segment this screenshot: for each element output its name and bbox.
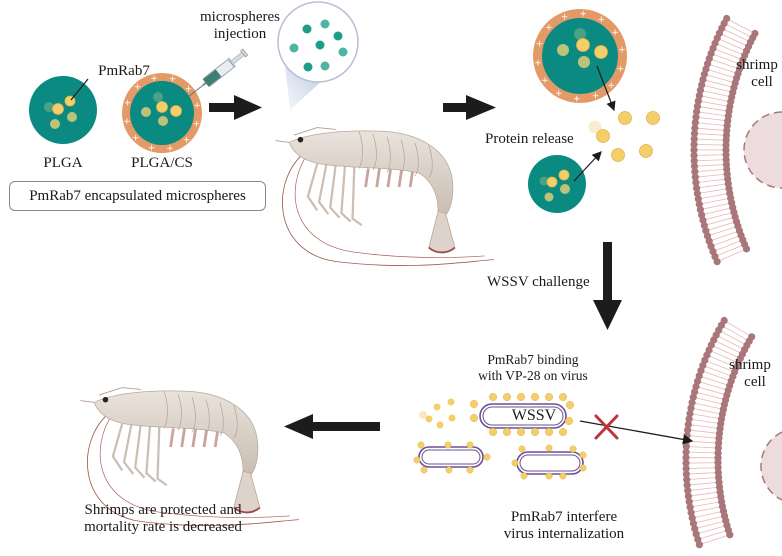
encapsulated-microspheres-label: PmRab7 encapsulated microspheres bbox=[29, 187, 246, 204]
shrimp-cell-top-label-1: shrimp bbox=[736, 57, 778, 73]
cell-membrane-bottom bbox=[682, 316, 756, 549]
wssv-virions bbox=[413, 392, 587, 480]
positive-charge-icon: + bbox=[185, 85, 193, 95]
positive-charge-icon: + bbox=[124, 98, 132, 108]
positive-charge-icon: + bbox=[611, 28, 619, 38]
arrow-right-2 bbox=[443, 95, 496, 120]
arrow-right-1 bbox=[209, 95, 262, 120]
shrimp-illustration-protected bbox=[80, 387, 299, 526]
positive-charge-icon: + bbox=[169, 75, 177, 85]
release-arrow-bottom bbox=[573, 151, 602, 182]
nucleus-top bbox=[743, 111, 782, 189]
injection-label-line1: microspheres bbox=[200, 9, 280, 25]
plga-cs-microsphere: ++++++++++++ bbox=[122, 73, 202, 154]
positive-charge-icon: + bbox=[166, 144, 174, 154]
positive-charge-icon: + bbox=[541, 76, 549, 86]
outcome-label-line1: Shrimps are protected and bbox=[84, 502, 242, 518]
pmrab7-pointer bbox=[70, 78, 89, 101]
plga-cs-microsphere-release: ++++++++++++++ bbox=[533, 9, 627, 104]
positive-charge-icon: + bbox=[555, 89, 563, 99]
pmrab7-label: PmRab7 bbox=[98, 63, 150, 79]
positive-charge-icon: + bbox=[607, 81, 615, 91]
positive-charge-icon: + bbox=[148, 143, 156, 153]
positive-charge-icon: + bbox=[123, 117, 131, 127]
positive-charge-icon: + bbox=[193, 120, 201, 130]
positive-charge-icon: + bbox=[545, 23, 553, 33]
plga-label: PLGA bbox=[43, 155, 82, 171]
interfere-label-line2: virus internalization bbox=[504, 526, 625, 542]
positive-charge-icon: + bbox=[193, 101, 201, 111]
plga-cs-label: PLGA/CS bbox=[131, 155, 193, 171]
shrimp-cell-bottom-label-1: shrimp bbox=[729, 357, 771, 373]
plga-microsphere bbox=[29, 76, 97, 144]
wssv-challenge-label: WSSV challenge bbox=[487, 274, 590, 290]
positive-charge-icon: + bbox=[618, 46, 626, 56]
outcome-label-line2: mortality rate is decreased bbox=[84, 519, 242, 535]
released-proteins bbox=[588, 111, 660, 162]
positive-charge-icon: + bbox=[134, 83, 142, 93]
positive-charge-icon: + bbox=[617, 65, 625, 75]
positive-charge-icon: + bbox=[183, 135, 191, 145]
positive-charge-icon: + bbox=[536, 39, 544, 49]
positive-charge-icon: + bbox=[579, 10, 587, 20]
binding-label-line2: with VP-28 on virus bbox=[478, 368, 588, 383]
syringe-icon bbox=[188, 48, 249, 97]
release-arrow-top bbox=[596, 65, 616, 112]
arrow-left bbox=[284, 414, 380, 439]
internalization-arrow bbox=[579, 420, 694, 445]
positive-charge-icon: + bbox=[592, 92, 600, 102]
nucleus-bottom bbox=[760, 431, 782, 501]
blocked-x-icon bbox=[594, 414, 619, 440]
positive-charge-icon: + bbox=[534, 58, 542, 68]
protein-release-label: Protein release bbox=[485, 131, 574, 147]
microspheres-magnified-bubble bbox=[277, 1, 359, 110]
shrimp-cell-bottom-label-2: cell bbox=[744, 374, 766, 390]
shrimp-cell-top-label-2: cell bbox=[751, 74, 773, 90]
wssv-label: WSSV bbox=[512, 407, 557, 424]
free-proteins bbox=[419, 398, 456, 429]
positive-charge-icon: + bbox=[150, 74, 158, 84]
positive-charge-icon: + bbox=[561, 12, 569, 22]
positive-charge-icon: + bbox=[573, 94, 581, 104]
interfere-label-line1: PmRab7 interfere bbox=[511, 509, 618, 525]
positive-charge-icon: + bbox=[132, 133, 140, 143]
positive-charge-icon: + bbox=[598, 15, 606, 25]
injection-label-line2: injection bbox=[214, 26, 267, 42]
shrimp-illustration-injected bbox=[275, 127, 494, 266]
encapsulated-microspheres-box: PmRab7 encapsulated microspheres bbox=[9, 181, 266, 211]
plga-microsphere-release bbox=[528, 155, 586, 213]
arrow-down bbox=[593, 242, 622, 330]
binding-label-line1: PmRab7 binding bbox=[487, 352, 578, 367]
cell-membrane-top bbox=[690, 14, 759, 266]
